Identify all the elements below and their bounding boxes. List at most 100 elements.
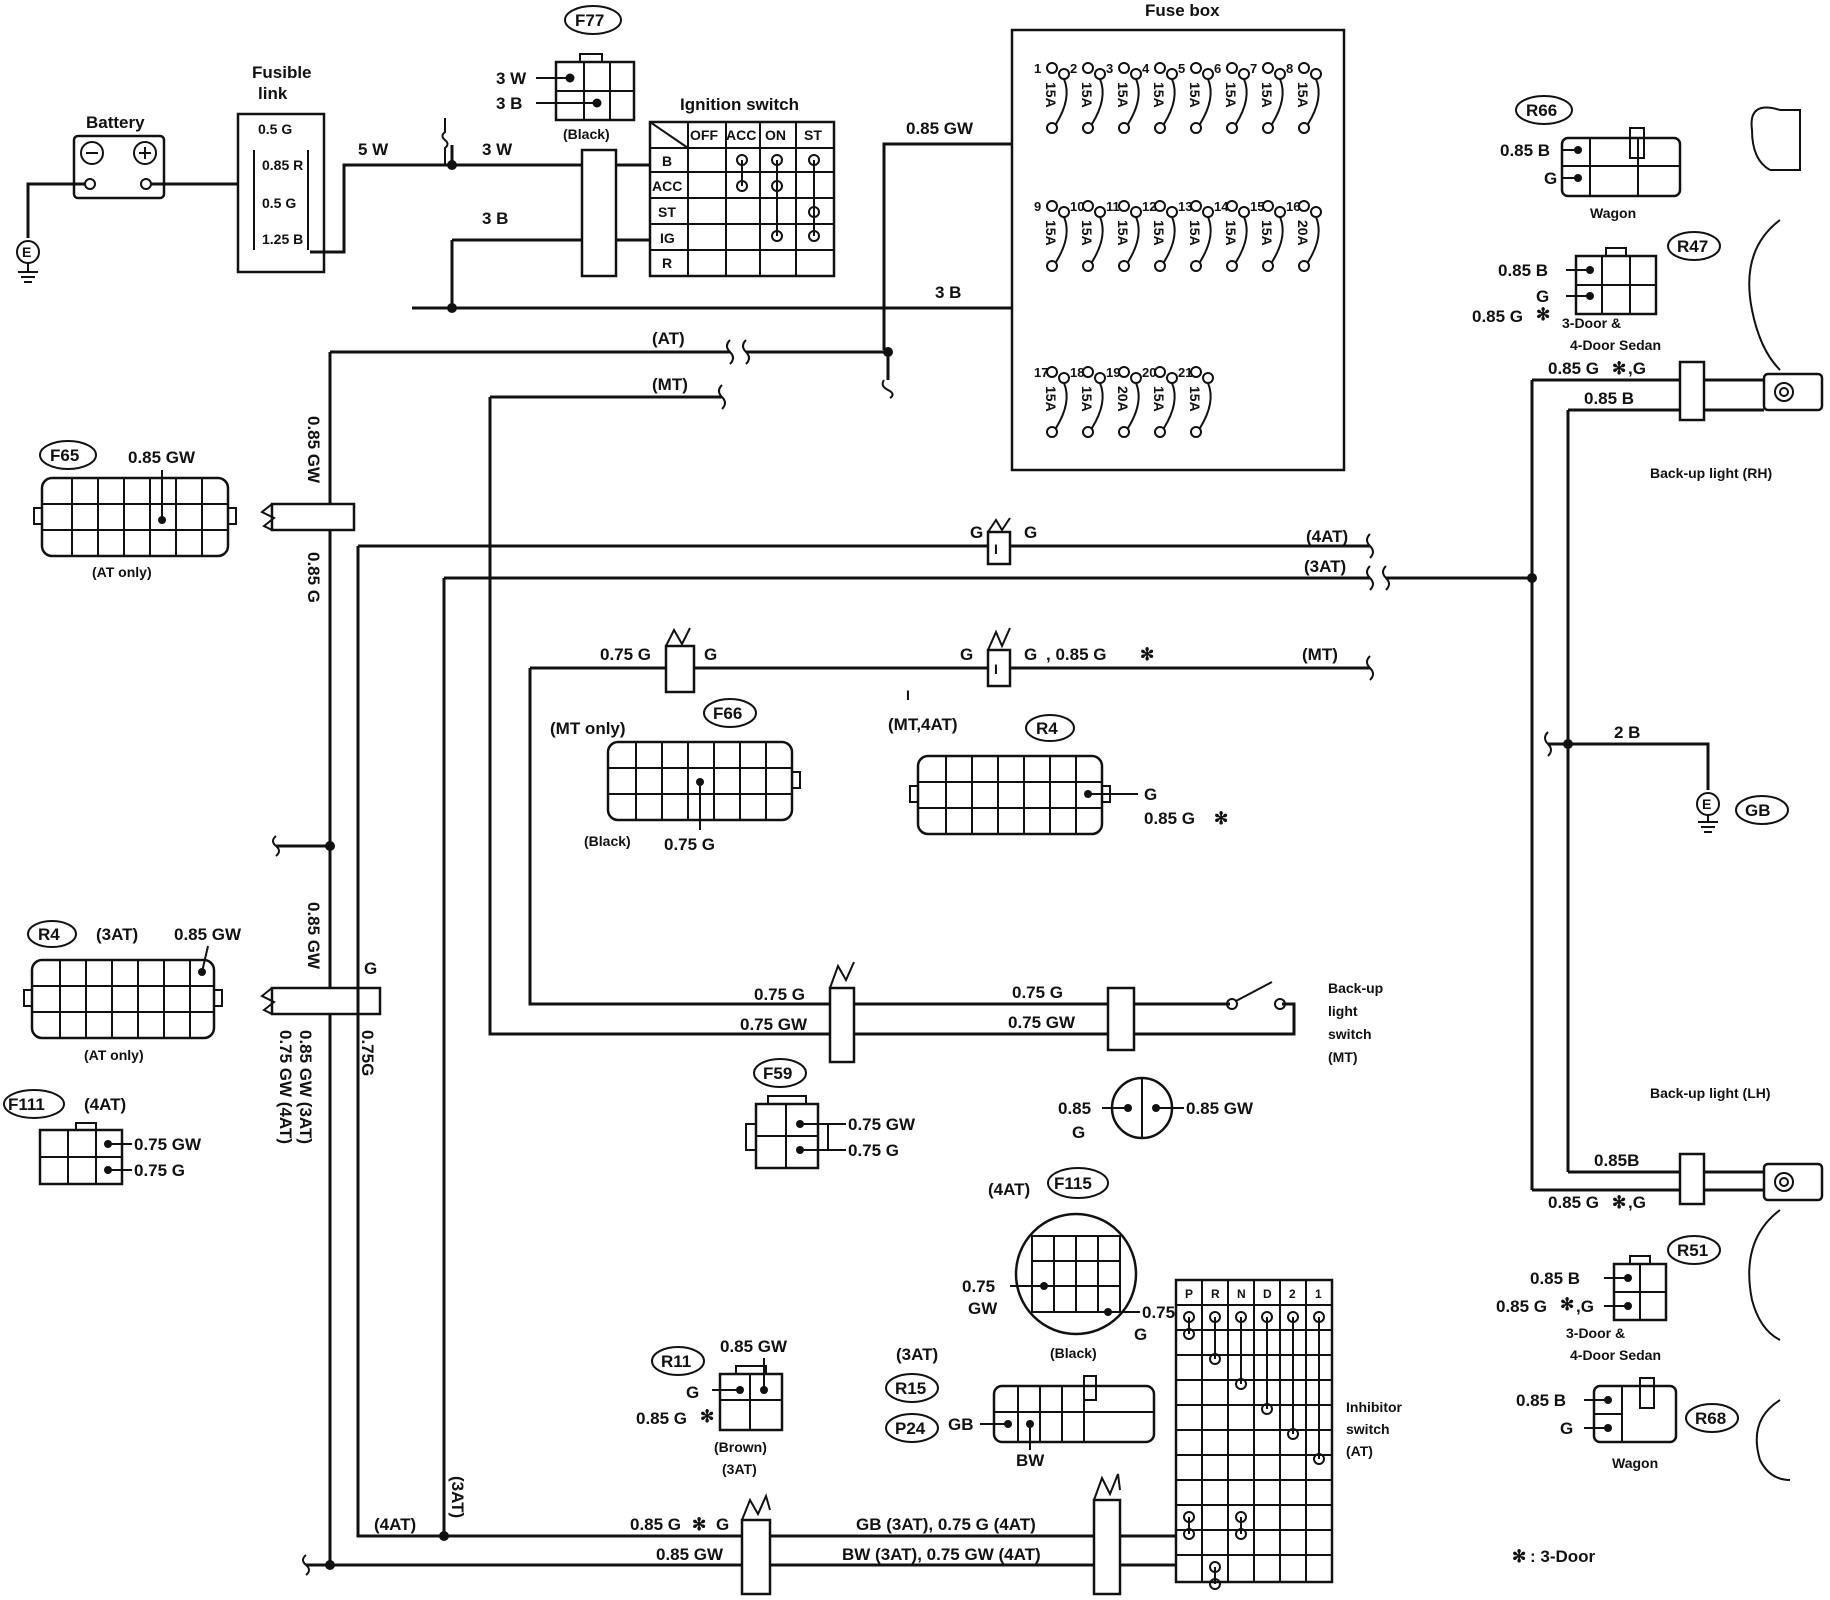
fuse-rating: 15A — [1043, 82, 1059, 108]
fuse-rating: 15A — [1043, 386, 1059, 412]
fusible-link-2: 0.85 R — [262, 157, 303, 173]
svg-text:3 B: 3 B — [482, 209, 508, 228]
svg-text:0.75 G: 0.75 G — [848, 1141, 899, 1160]
svg-text:✻: ✻ — [1560, 1295, 1574, 1314]
svg-text:4-Door Sedan: 4-Door Sedan — [1570, 1347, 1661, 1363]
svg-text:0.85 B: 0.85 B — [1516, 1391, 1566, 1410]
fuse-number: 18 — [1070, 365, 1084, 380]
svg-text:, 0.85 G: , 0.85 G — [1046, 645, 1106, 664]
footnote: ✻ : 3-Door — [1512, 1547, 1596, 1566]
svg-text:(4AT): (4AT) — [1306, 527, 1348, 546]
fuse-number: 20 — [1142, 365, 1156, 380]
svg-text:(MT,4AT): (MT,4AT) — [888, 715, 958, 734]
inhibitor-position: 2 — [1289, 1287, 1296, 1301]
fuse-number: 14 — [1214, 199, 1229, 214]
svg-text:E: E — [1702, 796, 1711, 812]
svg-text:0.75 GW (4AT): 0.75 GW (4AT) — [276, 1030, 295, 1144]
svg-text:0.85 G: 0.85 G — [636, 1409, 687, 1428]
svg-text:R51: R51 — [1677, 1241, 1708, 1260]
svg-text:I: I — [994, 541, 998, 557]
svg-text:4-Door Sedan: 4-Door Sedan — [1570, 337, 1661, 353]
mid-harness: (4AT) G G I (3AT) (MT) 0.75 G G I G G , … — [528, 517, 1537, 1006]
fuse-number: 7 — [1250, 61, 1257, 76]
fuse-number: 21 — [1178, 365, 1192, 380]
svg-text:✻: ✻ — [1612, 359, 1626, 378]
svg-text:(4AT): (4AT) — [374, 1515, 416, 1534]
svg-text:0.85 GW: 0.85 GW — [720, 1337, 788, 1356]
svg-text:(MT): (MT) — [652, 375, 688, 394]
svg-text:(Black): (Black) — [584, 833, 631, 849]
svg-text:0.85B: 0.85B — [1594, 1151, 1639, 1170]
svg-text:✻: ✻ — [1536, 305, 1550, 324]
svg-text:G: G — [364, 959, 377, 978]
svg-text:0.75 G: 0.75 G — [664, 835, 715, 854]
svg-text:0.85 G: 0.85 G — [1144, 809, 1195, 828]
svg-text:F66: F66 — [713, 704, 742, 723]
battery: Battery E — [16, 113, 246, 283]
svg-text:3 B: 3 B — [935, 283, 961, 302]
svg-text:0.85 GW: 0.85 GW — [906, 119, 974, 138]
fuse-number: 11 — [1106, 199, 1120, 214]
svg-text:IG: IG — [660, 230, 675, 246]
svg-text:ST: ST — [658, 204, 676, 220]
fuse-box: Fuse box 115A215A315A415A515A615A715A815… — [1010, 1, 1346, 472]
svg-text:0.85 G: 0.85 G — [1496, 1297, 1547, 1316]
svg-text:light: light — [1328, 1003, 1358, 1019]
fuse-number: 13 — [1178, 199, 1192, 214]
svg-text:0.85 GW: 0.85 GW — [304, 902, 323, 970]
svg-text:R: R — [662, 255, 672, 271]
connector-f65: F65 0.85 GW (AT only) — [33, 440, 237, 580]
svg-text:0.75G: 0.75G — [358, 1030, 377, 1076]
inhibitor-position: R — [1211, 1287, 1220, 1301]
svg-text:(3AT): (3AT) — [896, 1345, 938, 1364]
fuse-rating: 15A — [1187, 82, 1203, 108]
svg-text:F59: F59 — [763, 1064, 792, 1083]
fuse-number: 1 — [1034, 61, 1041, 76]
svg-text:(4AT): (4AT) — [988, 1180, 1030, 1199]
connector-f59: F59 0.75 GW 0.75 G — [745, 1058, 916, 1170]
fusible-link-title-2: link — [258, 84, 288, 103]
fuse-rating: 15A — [1043, 220, 1059, 246]
svg-text:G: G — [970, 523, 983, 542]
svg-text:G: G — [1024, 645, 1037, 664]
fuse-rating: 15A — [1151, 220, 1167, 246]
svg-text:0.85 B: 0.85 B — [1584, 389, 1634, 408]
svg-text:F77: F77 — [575, 11, 604, 30]
svg-text:✻: ✻ — [692, 1515, 706, 1534]
at-mt-routes: (AT) (MT) — [328, 329, 894, 1565]
svg-text:G: G — [1134, 1325, 1147, 1344]
svg-text:G: G — [1536, 287, 1549, 306]
connector-f77: F77 3 W 3 B (Black) — [496, 5, 636, 142]
svg-text:(MT): (MT) — [1328, 1049, 1358, 1065]
svg-text:G: G — [1072, 1123, 1085, 1142]
svg-text:(AT only): (AT only) — [92, 564, 152, 580]
connector-f111: F111 (4AT) 0.75 GW 0.75 G — [3, 1089, 202, 1186]
svg-text:(Brown): (Brown) — [714, 1439, 767, 1455]
svg-text:✻: ✻ — [1140, 645, 1154, 664]
connector-r11: R11 0.85 GW G 0.85 G ✻ (Brown) (3AT) — [636, 1337, 788, 1477]
svg-text:✻: ✻ — [700, 1407, 714, 1426]
svg-text:R66: R66 — [1526, 101, 1557, 120]
svg-text:G: G — [1144, 785, 1157, 804]
svg-text:R15: R15 — [895, 1379, 926, 1398]
inhibitor-position: P — [1185, 1287, 1193, 1301]
fuse-number: 8 — [1286, 61, 1293, 76]
svg-text:0.75 GW: 0.75 GW — [740, 1015, 808, 1034]
svg-text:Fuse box: Fuse box — [1145, 1, 1220, 20]
connector-r4-left: R4 (3AT) 0.85 GW (AT only) — [23, 920, 242, 1063]
svg-text:I: I — [906, 687, 910, 703]
fuse-rating: 15A — [1115, 82, 1131, 108]
svg-text:Inhibitor: Inhibitor — [1346, 1399, 1403, 1415]
svg-text:,G: ,G — [1628, 359, 1646, 378]
svg-text:G: G — [1024, 523, 1037, 542]
